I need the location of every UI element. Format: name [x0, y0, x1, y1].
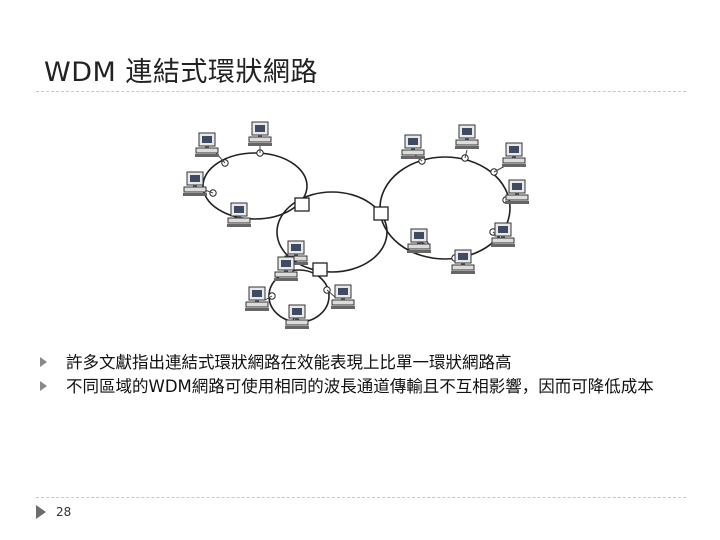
computer-icon: [330, 284, 356, 310]
bullet-arrow-icon: [38, 356, 50, 368]
bullet-list: 許多文獻指出連結式環狀網路在效能表現上比單一環狀網路高 不同區域的WDM網路可使…: [38, 351, 678, 399]
bullet-arrow-icon: [38, 380, 50, 392]
switch-node: [312, 262, 328, 277]
bullet-text: 不同區域的WDM網路可使用相同的波長通道傳輸且不互相影響，因而可降低成本: [66, 377, 654, 396]
computer-icon: [450, 249, 476, 275]
computer-icon: [273, 256, 299, 282]
computer-icon: [182, 171, 208, 197]
switch-node: [294, 197, 310, 212]
computer-icon: [454, 124, 480, 150]
computer-icon: [244, 286, 270, 312]
computer-icon: [284, 304, 310, 330]
computer-icon: [501, 142, 527, 168]
footer-arrow-icon: [36, 505, 46, 519]
title-divider: [36, 91, 686, 92]
computer-icon: [400, 134, 426, 160]
switch-node: [373, 206, 389, 221]
ring-left: [202, 152, 308, 220]
page-number: 28: [56, 505, 72, 519]
bullet-text: 許多文獻指出連結式環狀網路在效能表現上比單一環狀網路高: [66, 353, 512, 372]
computer-icon: [226, 202, 252, 228]
computer-icon: [490, 222, 516, 248]
bullet-item: 許多文獻指出連結式環狀網路在效能表現上比單一環狀網路高: [38, 351, 678, 375]
bullet-item: 不同區域的WDM網路可使用相同的波長通道傳輸且不互相影響，因而可降低成本: [38, 375, 678, 399]
computer-icon: [194, 132, 220, 158]
computer-icon: [406, 228, 432, 254]
computer-icon: [504, 179, 530, 205]
footer-divider: [36, 497, 686, 498]
computer-icon: [247, 121, 273, 147]
slide-title: WDM 連結式環狀網路: [44, 57, 318, 88]
